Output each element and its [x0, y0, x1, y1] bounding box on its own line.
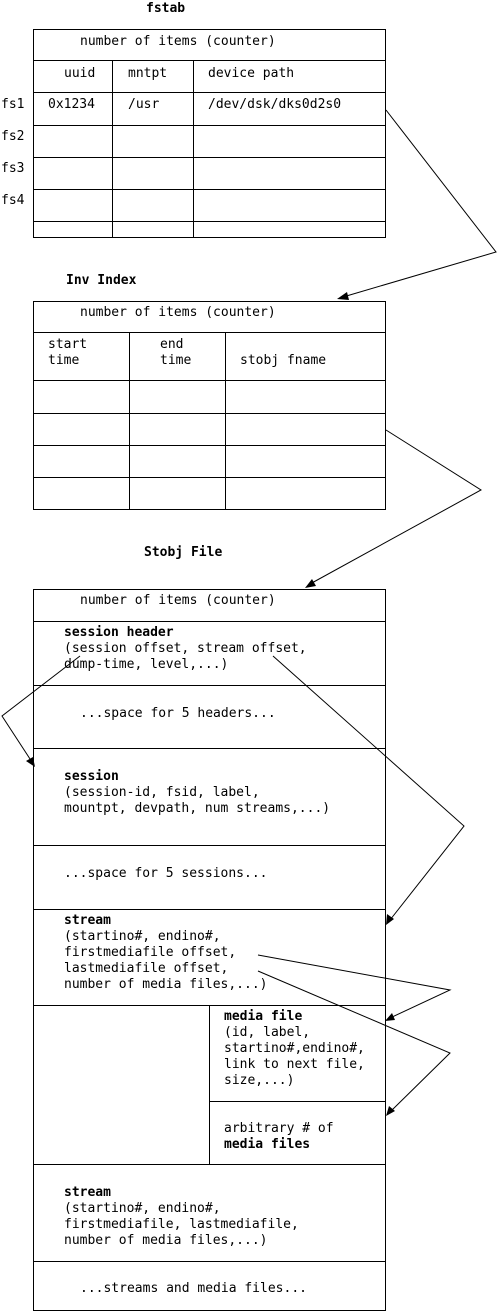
- fstab-column-divider: [112, 60, 113, 238]
- arrow-session-header-to-session: [1, 655, 81, 767]
- fstab-row-label: fs2: [1, 129, 25, 144]
- fstab-header-device-path: device path: [208, 66, 295, 81]
- fstab-cell-mntpt: /usr: [128, 97, 160, 112]
- arrow-session-header-to-stream: [272, 655, 465, 925]
- fstab-counter: number of items (counter): [80, 34, 276, 49]
- stream-2-body: (startino#, endino#, firstmediafile, las…: [64, 1201, 299, 1248]
- arrow-fstab-to-inv-index: [337, 109, 497, 300]
- inv-index-header-start-time: start time: [48, 337, 88, 368]
- stobj-divider: [33, 909, 386, 910]
- fstab-divider: [33, 221, 386, 222]
- stobj-divider: [33, 1261, 386, 1262]
- inv-index-divider: [33, 445, 386, 446]
- inv-index-header-stobj-fname: stobj fname: [240, 353, 327, 368]
- arbitrary-media-files-text: arbitrary # of: [224, 1121, 334, 1136]
- arrow-stream-first-media-file-to-media-file: [257, 954, 452, 1021]
- fstab-header-uuid: uuid: [64, 66, 96, 81]
- streams-and-media-files: ...streams and media files...: [80, 1281, 307, 1296]
- fstab-row-label: fs4: [1, 193, 25, 208]
- fstab-header-mntpt: mntpt: [128, 66, 168, 81]
- fstab-row-label: fs1: [1, 97, 25, 112]
- arrow-inv-index-to-stobj-file: [305, 429, 482, 588]
- inv-index-counter: number of items (counter): [80, 305, 276, 320]
- stobj-counter: number of items (counter): [80, 593, 276, 608]
- inv-index-column-divider: [225, 332, 226, 510]
- stobj-divider: [33, 1164, 386, 1165]
- fstab-title: fstab: [146, 1, 186, 16]
- stream-2-title: stream: [64, 1185, 111, 1200]
- media-file-title: media file: [224, 1009, 303, 1024]
- space-for-headers: ...space for 5 headers...: [80, 706, 276, 721]
- stobj-divider: [33, 845, 386, 846]
- stobj-divider: [33, 621, 386, 622]
- fstab-row-label: fs3: [1, 161, 25, 176]
- inv-index-column-divider: [129, 332, 130, 510]
- inv-index-divider: [33, 332, 386, 333]
- space-for-sessions: ...space for 5 sessions...: [64, 866, 268, 881]
- inv-index-table: [33, 301, 386, 510]
- stream-1-body: (startino#, endino#, firstmediafile offs…: [64, 929, 268, 992]
- fstab-divider: [33, 125, 386, 126]
- inv-index-title: Inv Index: [66, 273, 137, 288]
- arbitrary-media-files-bold: media files: [224, 1137, 311, 1152]
- stobj-file-title: Stobj File: [144, 545, 223, 560]
- session-body: (session-id, fsid, label, mountpt, devpa…: [64, 785, 331, 816]
- arrow-stream-last-media-file-to-media-files: [257, 970, 451, 1116]
- session-header-title: session header: [64, 625, 174, 640]
- stobj-divider: [33, 685, 386, 686]
- inv-index-divider: [33, 380, 386, 381]
- fstab-divider: [33, 60, 386, 61]
- media-file-body: (id, label, startino#,endino#, link to n…: [224, 1025, 365, 1088]
- stobj-media-divider: [209, 1101, 386, 1102]
- session-header-body: (session offset, stream offset, dump-tim…: [64, 641, 307, 672]
- fstab-table: [33, 29, 386, 238]
- fstab-cell-device-path: /dev/dsk/dks0d2s0: [208, 97, 342, 112]
- session-title: session: [64, 769, 119, 784]
- inv-index-divider: [33, 413, 386, 414]
- inv-index-header-end-time: end time: [160, 337, 192, 368]
- inv-index-divider: [33, 477, 386, 478]
- stream-1-title: stream: [64, 913, 111, 928]
- stobj-media-column-divider: [209, 1005, 210, 1164]
- fstab-divider: [33, 189, 386, 190]
- fstab-column-divider: [193, 60, 194, 238]
- fstab-divider: [33, 92, 386, 93]
- stobj-divider: [33, 748, 386, 749]
- fstab-cell-uuid: 0x1234: [48, 97, 95, 112]
- fstab-divider: [33, 157, 386, 158]
